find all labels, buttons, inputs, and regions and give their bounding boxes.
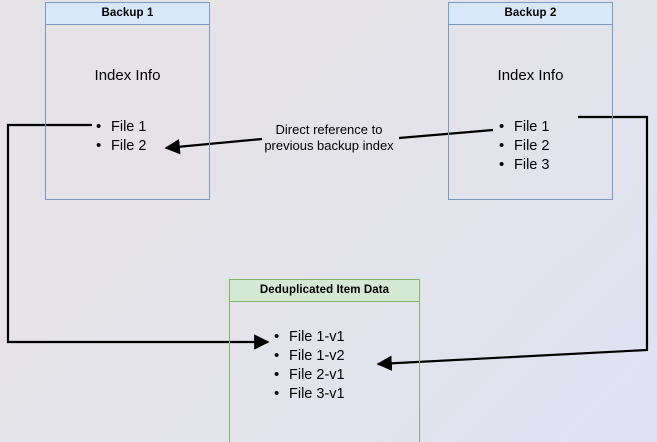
node-backup-1-body: Index Info File 1 File 2: [46, 25, 209, 199]
backup-2-file-list: File 1 File 2 File 3: [499, 117, 549, 175]
list-item: File 1: [499, 117, 549, 137]
list-item: File 1-v2: [274, 346, 345, 366]
backup-1-index-info-label: Index Info: [94, 67, 161, 84]
list-item: File 2: [499, 136, 549, 156]
edge-label-direct-reference: Direct reference to previous backup inde…: [264, 122, 394, 153]
list-item: File 1: [96, 117, 146, 137]
node-dedup-body: File 1-v1 File 1-v2 File 2-v1 File 3-v1: [230, 302, 419, 442]
list-item: File 2: [96, 136, 146, 156]
node-backup-2-body: Index Info File 1 File 2 File 3: [449, 25, 612, 199]
list-item: File 3-v1: [274, 384, 345, 404]
node-deduplicated-item-data[interactable]: Deduplicated Item Data File 1-v1 File 1-…: [229, 279, 420, 442]
list-item: File 3: [499, 155, 549, 175]
backup-1-file-list: File 1 File 2: [96, 117, 146, 156]
node-backup-2-header: Backup 2: [449, 3, 612, 25]
node-dedup-header: Deduplicated Item Data: [230, 280, 419, 302]
backup-2-index-info-label: Index Info: [497, 67, 564, 84]
dedup-file-list: File 1-v1 File 1-v2 File 2-v1 File 3-v1: [274, 327, 345, 404]
list-item: File 1-v1: [274, 327, 345, 347]
node-backup-2[interactable]: Backup 2 Index Info File 1 File 2 File 3: [448, 2, 613, 200]
node-backup-1[interactable]: Backup 1 Index Info File 1 File 2: [45, 2, 210, 200]
list-item: File 2-v1: [274, 365, 345, 385]
node-backup-1-header: Backup 1: [46, 3, 209, 25]
